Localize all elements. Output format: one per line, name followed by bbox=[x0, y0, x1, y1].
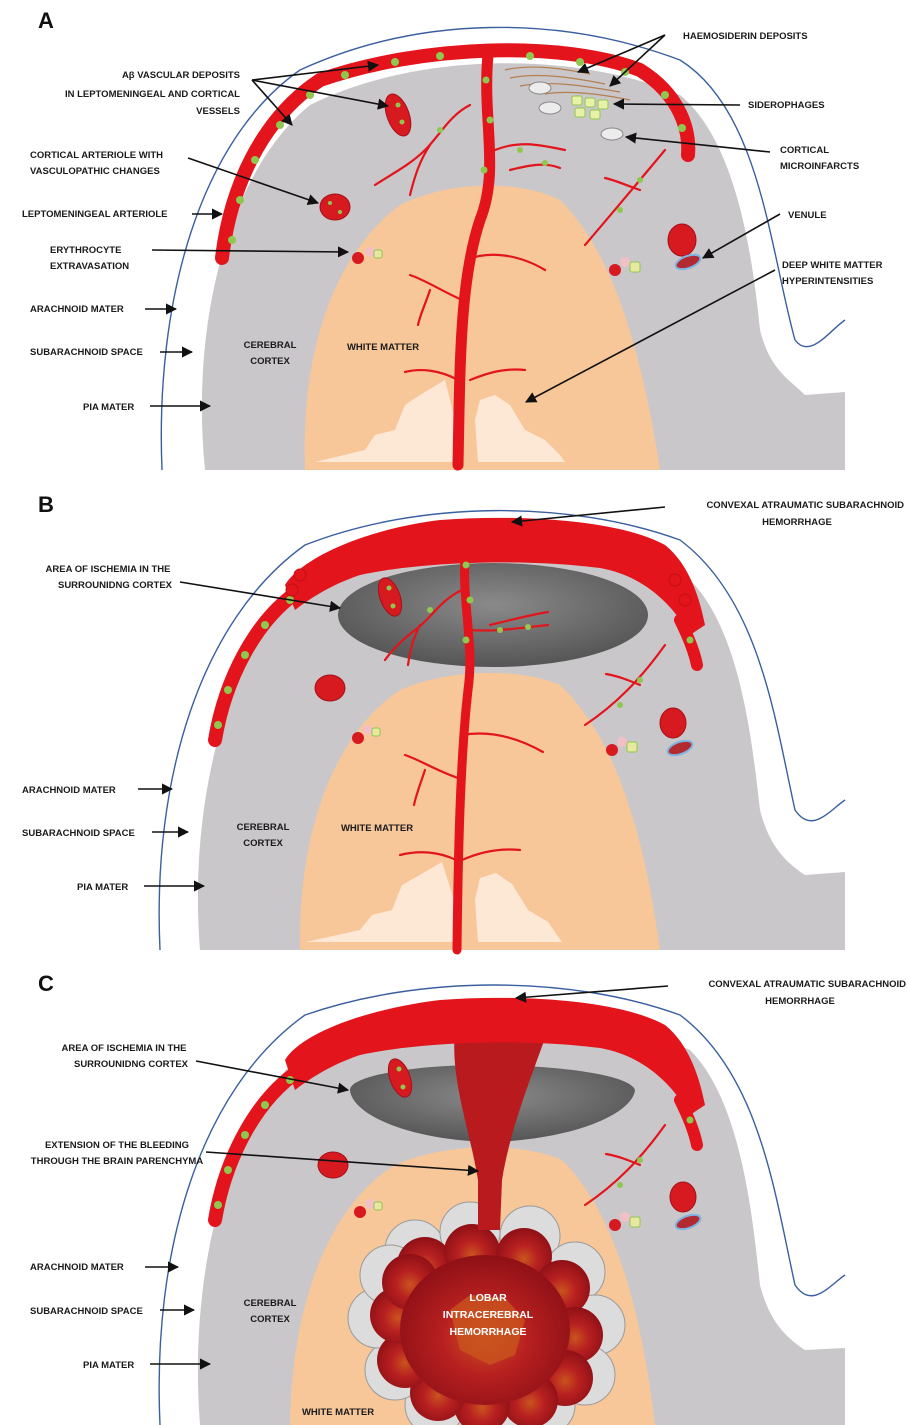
label-ich-line2: INTRACEREBRAL bbox=[443, 1309, 534, 1321]
label-microinfarcts-line1: CORTICAL bbox=[780, 145, 829, 156]
label-white-matter: WHITE MATTER bbox=[341, 823, 413, 834]
label-white-matter: WHITE MATTER bbox=[302, 1407, 374, 1418]
vasculopathic-arteriole bbox=[315, 675, 345, 701]
vasculopathic-arteriole bbox=[318, 1152, 348, 1178]
panel-a: A bbox=[22, 8, 883, 470]
label-arachnoid-mater: ARACHNOID MATER bbox=[30, 1262, 124, 1273]
label-arachnoid-mater: ARACHNOID MATER bbox=[30, 304, 124, 315]
label-ischemia-line2: SURROUNIDNG CORTEX bbox=[74, 1059, 189, 1070]
label-cerebral-cortex-line1: CEREBRAL bbox=[244, 340, 297, 351]
panel-b: B bbox=[22, 492, 904, 950]
label-dwmh-line2: HYPERINTENSITIES bbox=[782, 276, 873, 287]
label-csah-line1: CONVEXAL ATRAUMATIC SUBARACHNOID bbox=[708, 979, 906, 990]
label-erythrocyte-line2: EXTRAVASATION bbox=[50, 261, 129, 272]
label-haemosiderin: HAEMOSIDERIN DEPOSITS bbox=[683, 31, 808, 42]
label-ischemia-line1: AREA OF ISCHEMIA IN THE bbox=[62, 1043, 187, 1054]
label-white-matter: WHITE MATTER bbox=[347, 342, 419, 353]
label-cerebral-cortex-line2: CORTEX bbox=[250, 356, 290, 367]
panel-letter: A bbox=[38, 8, 54, 33]
label-ich-line3: HEMORRHAGE bbox=[449, 1326, 526, 1338]
right-arteriole bbox=[660, 708, 686, 738]
label-abeta-line3: VESSELS bbox=[196, 106, 240, 117]
label-microinfarcts-line2: MICROINFARCTS bbox=[780, 161, 859, 172]
label-pia-mater: PIA MATER bbox=[77, 882, 128, 893]
vasculopathic-arteriole bbox=[320, 194, 350, 220]
label-subarachnoid-space: SUBARACHNOID SPACE bbox=[22, 828, 135, 839]
label-cerebral-cortex-line1: CEREBRAL bbox=[237, 822, 290, 833]
panel-c: C bbox=[30, 971, 906, 1425]
label-erythrocyte-line1: ERYTHROCYTE bbox=[50, 245, 121, 256]
label-ischemia-line2: SURROUNIDNG CORTEX bbox=[58, 580, 173, 591]
label-abeta-line2: IN LEPTOMENINGEAL AND CORTICAL bbox=[65, 89, 240, 100]
label-subarachnoid-space: SUBARACHNOID SPACE bbox=[30, 1306, 143, 1317]
label-extension-line2: THROUGH THE BRAIN PARENCHYMA bbox=[31, 1156, 204, 1167]
label-cerebral-cortex-line2: CORTEX bbox=[250, 1314, 290, 1325]
label-cerebral-cortex-line1: CEREBRAL bbox=[244, 1298, 297, 1309]
label-arachnoid-mater: ARACHNOID MATER bbox=[22, 785, 116, 796]
label-cerebral-cortex-line2: CORTEX bbox=[243, 838, 283, 849]
panel-letter: B bbox=[38, 492, 54, 517]
label-venule: VENULE bbox=[788, 210, 827, 221]
label-ich-line1: LOBAR bbox=[469, 1292, 507, 1304]
label-csah-line1: CONVEXAL ATRAUMATIC SUBARACHNOID bbox=[706, 500, 904, 511]
label-leptomeningeal-arteriole: LEPTOMENINGEAL ARTERIOLE bbox=[22, 209, 168, 220]
right-arteriole bbox=[670, 1182, 696, 1212]
label-csah-line2: HEMORRHAGE bbox=[765, 996, 835, 1007]
panel-letter: C bbox=[38, 971, 54, 996]
label-dwmh-line1: DEEP WHITE MATTER bbox=[782, 260, 883, 271]
label-pia-mater: PIA MATER bbox=[83, 1360, 134, 1371]
label-cortical-arteriole-line1: CORTICAL ARTERIOLE WITH bbox=[30, 150, 163, 161]
label-siderophages: SIDEROPHAGES bbox=[748, 100, 825, 111]
label-cortical-arteriole-line2: VASCULOPATHIC CHANGES bbox=[30, 166, 160, 177]
label-subarachnoid-space: SUBARACHNOID SPACE bbox=[30, 347, 143, 358]
label-extension-line1: EXTENSION OF THE BLEEDING bbox=[45, 1140, 189, 1151]
label-ischemia-line1: AREA OF ISCHEMIA IN THE bbox=[46, 564, 171, 575]
right-arteriole bbox=[668, 224, 696, 256]
label-pia-mater: PIA MATER bbox=[83, 402, 134, 413]
label-csah-line2: HEMORRHAGE bbox=[762, 517, 832, 528]
label-abeta-line1: Aβ VASCULAR DEPOSITS bbox=[122, 70, 240, 81]
